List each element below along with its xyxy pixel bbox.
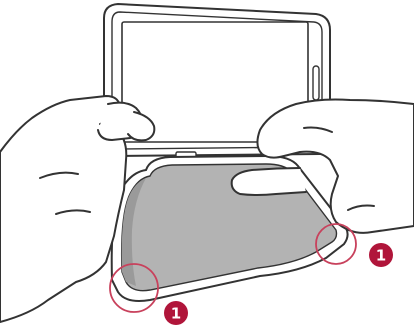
callout-number-right: 1: [376, 247, 386, 265]
callout-number-left: 1: [171, 305, 181, 323]
callout-badge-left: 1: [164, 301, 188, 325]
right-hand-index-finger: [232, 168, 306, 195]
tablet-cover: [112, 156, 348, 301]
callout-badge-right: 1: [369, 243, 393, 267]
tablet-side-button: [313, 66, 319, 100]
